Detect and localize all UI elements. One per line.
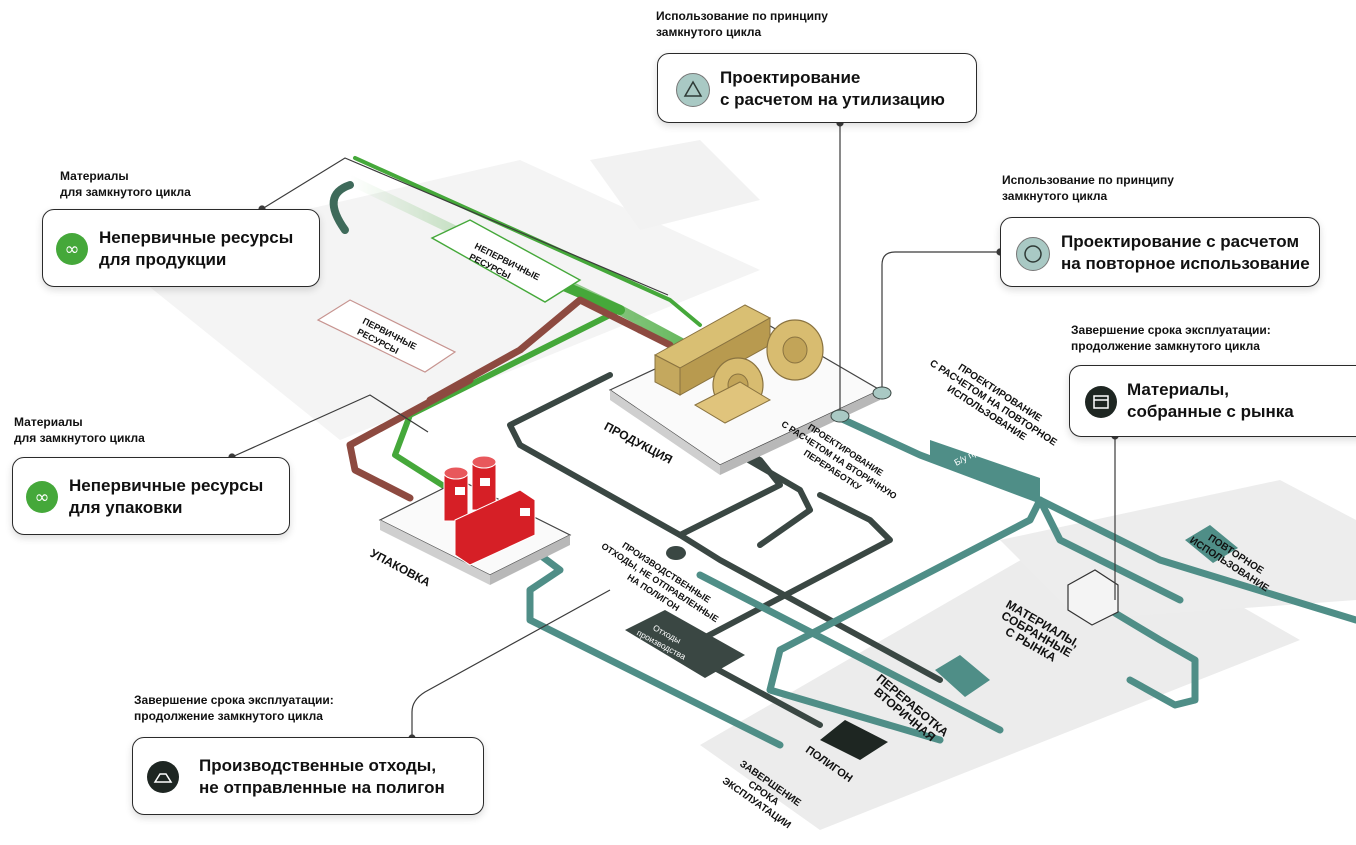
card-title-nonprimary-product: Непервичные ресурсы для продукции: [99, 228, 294, 269]
card-heading-prod-waste: Завершение срока эксплуатации: продолжен…: [134, 693, 334, 723]
infinity-icon: ∞: [26, 481, 58, 513]
card-title-collected: Материалы, собранные с рынка: [1127, 380, 1294, 421]
brown-pipe: [346, 296, 674, 502]
reuse-cycle-icon: [1016, 237, 1050, 271]
box-icon: [1085, 386, 1117, 418]
card-heading-nonprimary-product: Материалы для замкнутого цикла: [60, 169, 191, 199]
packaging-platform: [378, 455, 572, 585]
card-nonprimary-product[interactable]: ∞ Непервичные ресурсы для продукции: [42, 209, 320, 287]
recycle-icon: [676, 73, 710, 107]
svg-text:∞: ∞: [65, 239, 80, 260]
card-nonprimary-pack[interactable]: ∞ Непервичные ресурсы для упаковки: [12, 457, 290, 535]
pipe-nodes: [666, 386, 892, 560]
card-title-design-reuse: Проектирование с расчетом на повторное и…: [1061, 232, 1310, 273]
card-heading-design-recycle: Использование по принципу замкнутого цик…: [656, 9, 828, 39]
card-title-design-recycle: Проектирование с расчетом на утилизацию: [720, 68, 945, 109]
card-title-prod-waste: Производственные отходы, не отправленные…: [199, 756, 445, 797]
card-title-nonprimary-pack: Непервичные ресурсы для упаковки: [69, 476, 264, 517]
card-collected[interactable]: Материалы, собранные с рынка: [1069, 365, 1356, 437]
card-heading-nonprimary-pack: Материалы для замкнутого цикла: [14, 415, 145, 445]
card-design-recycle[interactable]: Проектирование с расчетом на утилизацию: [657, 53, 977, 123]
card-heading-collected: Завершение срока эксплуатации: продолжен…: [1071, 323, 1271, 353]
production-waste-box: [625, 610, 745, 678]
end-of-life-markers: [820, 525, 1238, 760]
card-heading-design-reuse: Использование по принципу замкнутого цик…: [1002, 173, 1174, 203]
card-connectors: [228, 119, 1119, 742]
dark-pipes: [507, 372, 943, 728]
landfill-icon: [147, 761, 179, 793]
infinity-icon: ∞: [56, 233, 88, 265]
svg-text:∞: ∞: [35, 487, 50, 508]
resource-tags: [316, 219, 582, 373]
used-products-pipe: [930, 440, 1040, 500]
card-prod-waste[interactable]: Производственные отходы, не отправленные…: [132, 737, 484, 815]
card-design-reuse[interactable]: Проектирование с расчетом на повторное и…: [1000, 217, 1320, 287]
